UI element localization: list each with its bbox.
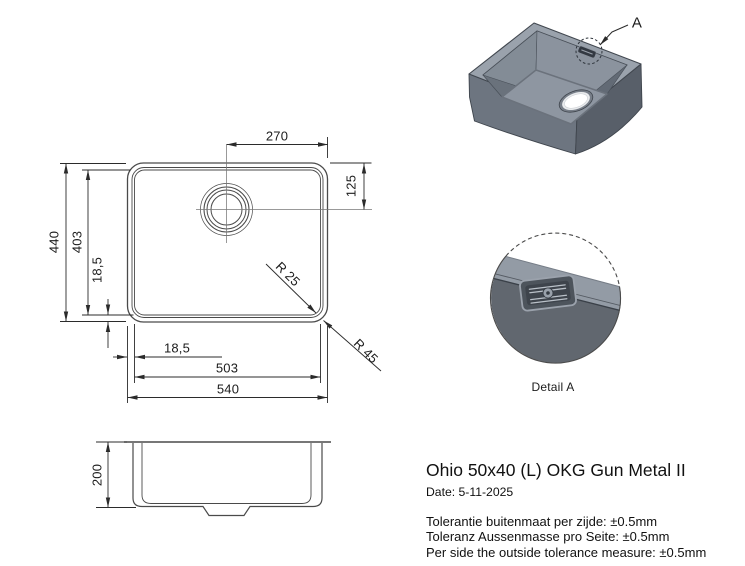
callout-leader [599,24,629,46]
side-inner-outline [141,443,312,504]
iso-overflow-slot [577,45,597,59]
detail-a-drawing [489,232,622,364]
radius-outer-leader [323,320,382,372]
detail-callout-circle [575,37,603,65]
dim-label-rim-vertical: 18,5 [89,256,105,284]
dim-label-270: 270 [265,128,289,144]
dim-label-440: 440 [46,230,62,254]
radius-inner-leader [265,263,317,314]
dim-label-403: 403 [69,230,85,254]
side-body-outline [132,443,323,517]
dim-label-503: 503 [215,360,239,376]
dimension-lines [60,137,382,403]
callout-label-a: A [631,14,643,32]
iso-drain [558,89,594,113]
tolerance-block: Tolerantie buitenmaat per zijde: ±0.5mm … [426,514,706,560]
detail-border-solid [489,255,622,364]
sink-rim-outline [131,167,324,318]
iso-bowl-floor [501,69,608,125]
tolerance-line-nl: Tolerantie buitenmaat per zijde: ±0.5mm [426,514,658,529]
detail-outside-white [491,233,621,290]
sink-bowl-outline [134,169,321,316]
dim-label-rim-horizontal: 18,5 [163,340,191,356]
sink-outer-outline [126,162,329,323]
date-text: Date: 5-11-2025 [426,485,514,499]
detail-border-dashed [505,232,621,287]
dimension-lines [96,441,136,508]
detail-overflow-plate [519,274,577,312]
top-view-drawing [60,137,382,403]
dim-label-200: 200 [89,463,105,487]
drain-centerlines [196,144,372,243]
iso-wall-right [575,63,643,155]
tolerance-line-en: Per side the outside tolerance measure: … [426,544,707,560]
dim-label-125: 125 [343,174,359,198]
side-view-drawing [96,441,331,517]
dim-label-540: 540 [216,381,240,397]
tolerance-line-de: Toleranz Aussenmasse pro Seite: ±0.5mm [426,529,670,545]
iso-view-drawing [468,22,643,155]
product-title: Ohio 50x40 (L) OKG Gun Metal II [426,460,686,480]
detail-caption: Detail A [531,380,575,394]
